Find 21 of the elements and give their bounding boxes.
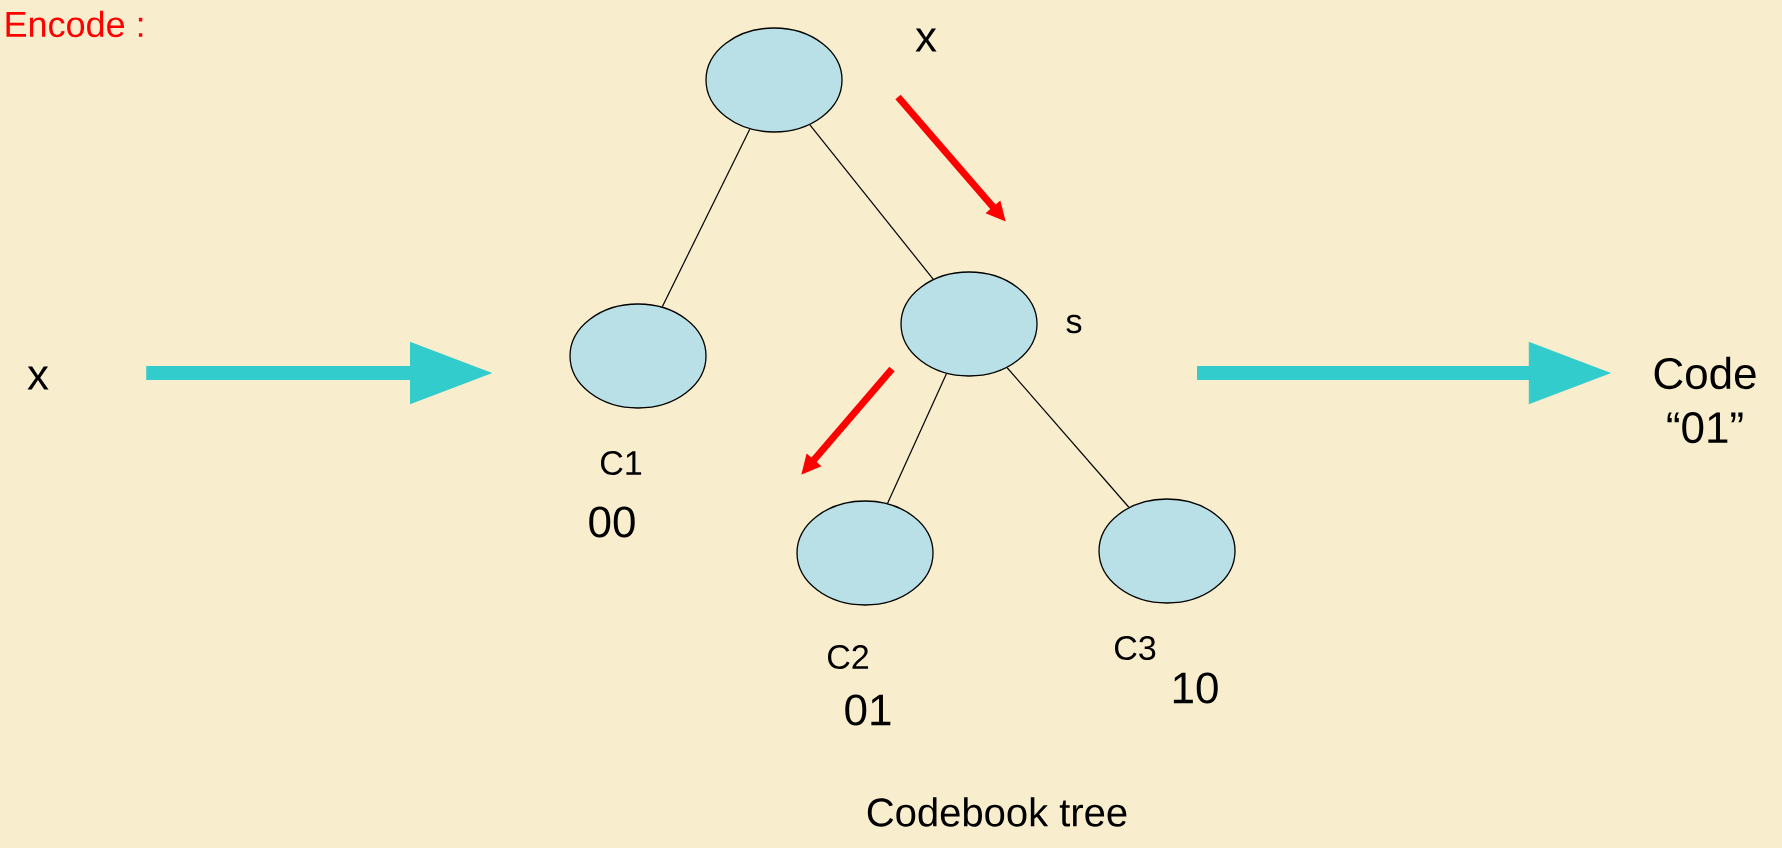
connector xyxy=(809,124,934,280)
connector xyxy=(887,373,948,504)
tree-node-circle xyxy=(1098,498,1236,604)
label: x xyxy=(915,28,937,52)
node-label: C1 xyxy=(601,450,642,476)
node-text: Code “01” xyxy=(1654,356,1756,444)
title: Encode : xyxy=(6,10,143,38)
node-text: x xyxy=(27,366,49,390)
node-label: 01 xyxy=(845,694,891,726)
caption: Codebook tree xyxy=(867,797,1127,827)
connector xyxy=(661,128,751,308)
node-label: C2 xyxy=(828,644,869,670)
connector xyxy=(1006,367,1130,508)
tree-node-circle xyxy=(569,303,707,409)
tree-node-circle xyxy=(705,27,843,133)
node-label: C3 xyxy=(1115,635,1156,661)
tree-node-circle xyxy=(900,271,1038,377)
node-label: s xyxy=(1066,314,1082,334)
node-label: 00 xyxy=(589,506,635,538)
tree-node-circle xyxy=(796,500,934,606)
node-label: 10 xyxy=(1173,672,1218,704)
